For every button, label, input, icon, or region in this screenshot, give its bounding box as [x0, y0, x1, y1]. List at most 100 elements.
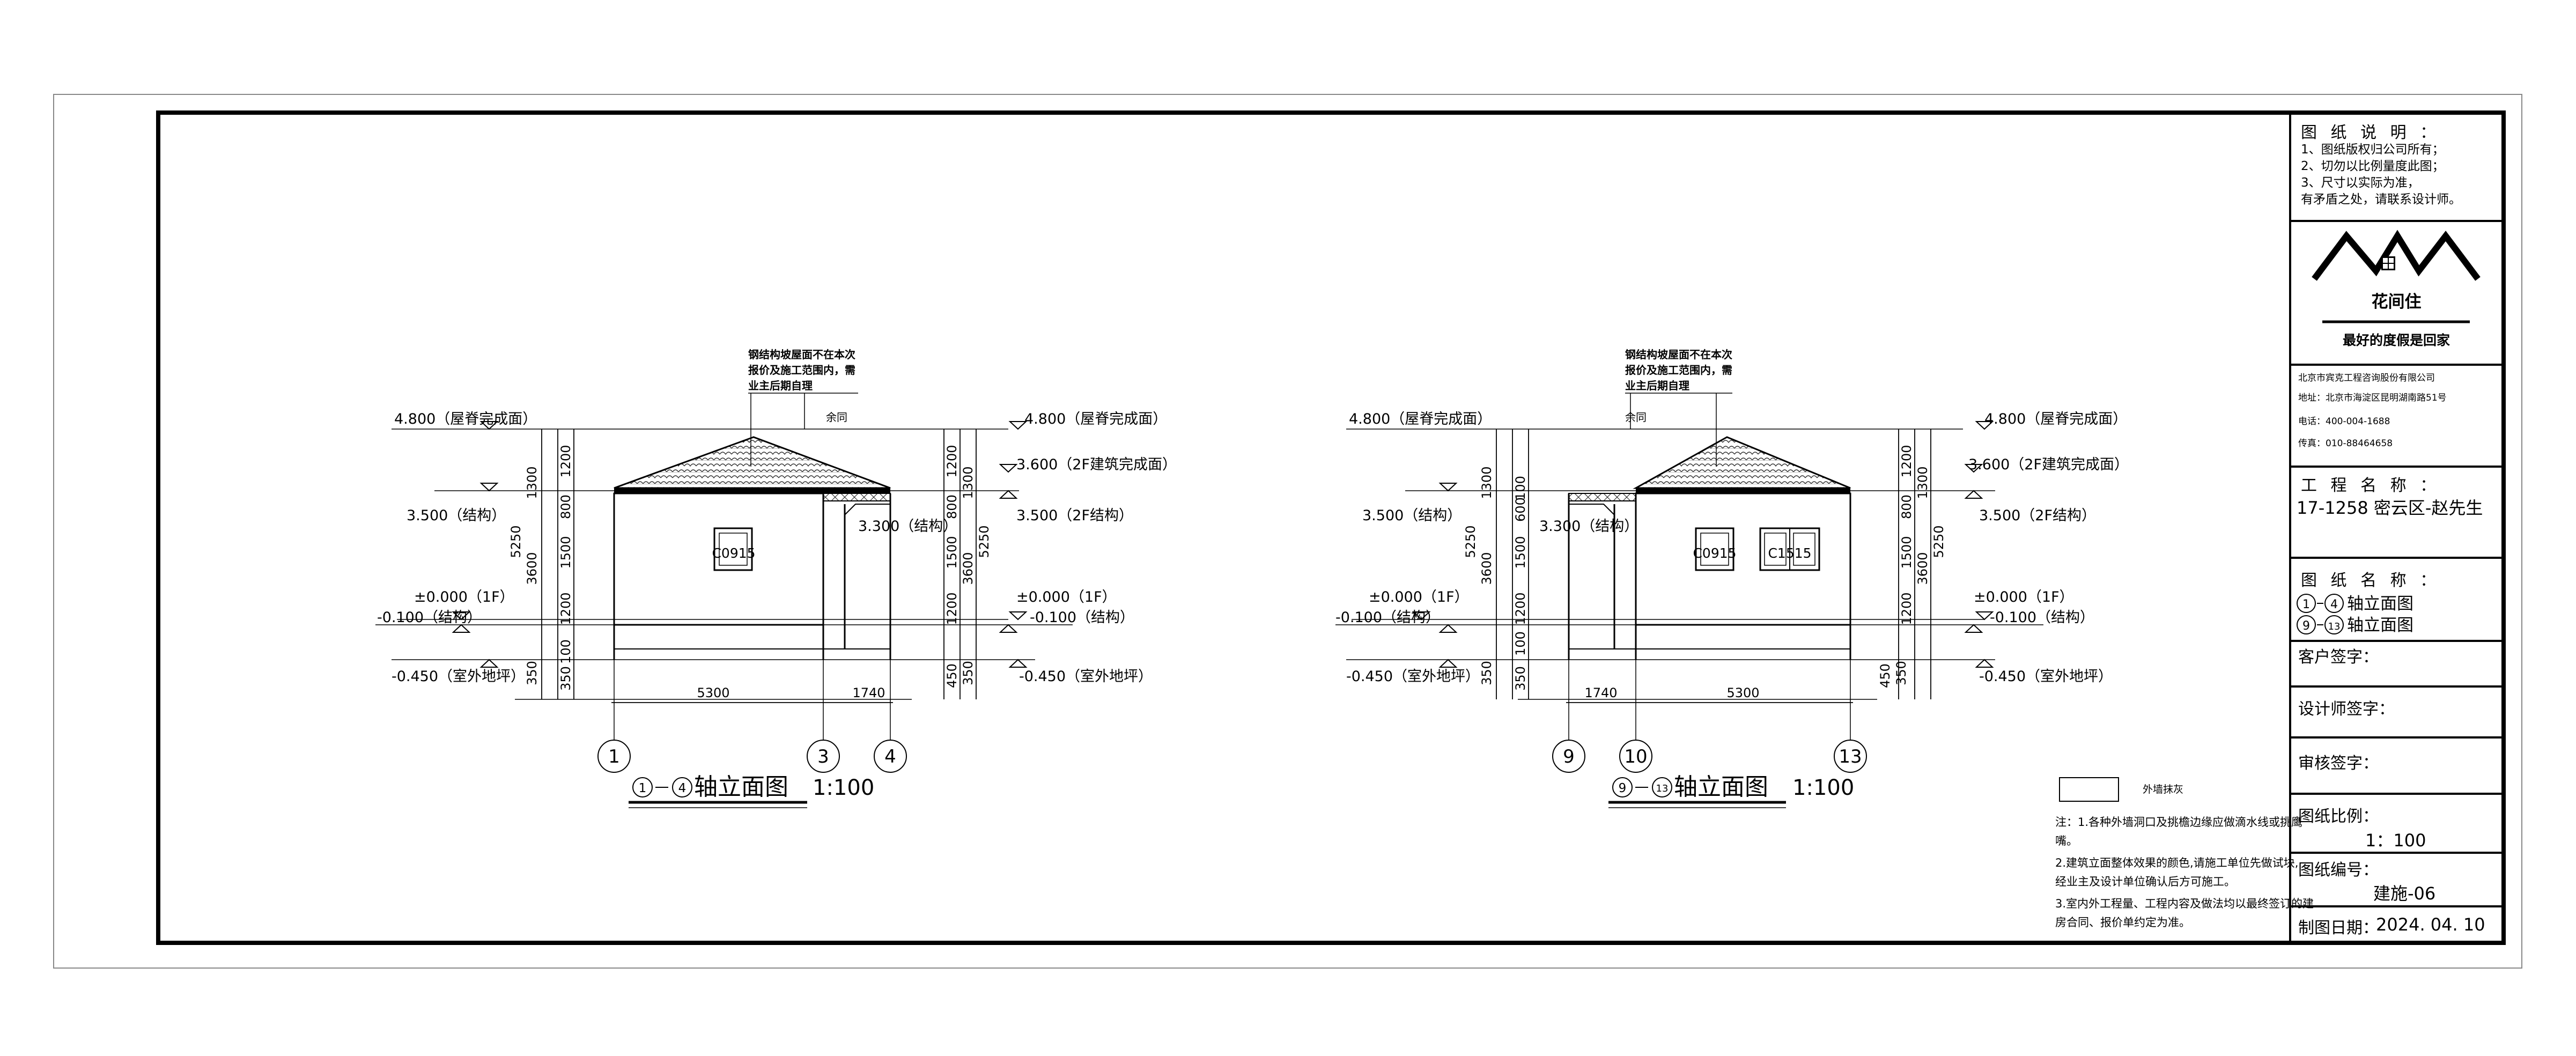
dim: 350 [525, 661, 540, 685]
axis-label: 9 [2302, 619, 2310, 633]
note-line: 2.建筑立面整体效果的颜色,请施工单位先做试块, [2055, 856, 2298, 869]
annotation-line: 报价及施工范围内，需 [748, 364, 855, 376]
note-line: 房合同、报价单约定为准。 [2055, 916, 2190, 929]
title-note: 1、图纸版权归公司所有； [2301, 143, 2445, 157]
level-ground: -0.450（室外地坪） [1346, 668, 1480, 685]
elevation-1-4: C0915 钢结构坡屋面不在本次 报价及施工范围内，需 业主后期自理 余同 4.… [375, 348, 1177, 808]
axis-label: 3 [817, 746, 829, 767]
dim: 1200 [1899, 445, 1914, 477]
dim: 1300 [1479, 466, 1494, 499]
level-struct: 3.500（结构） [407, 507, 506, 524]
project-name: 17-1258 密云区-赵先生 [2297, 498, 2483, 518]
axis-circle [2324, 594, 2344, 613]
axis-label: 13 [2328, 621, 2341, 632]
drawing-name: 轴立面图 [2347, 594, 2413, 614]
level-struct: 3.500（结构） [1362, 507, 1462, 524]
title-text: 轴立面图 [1674, 773, 1768, 801]
axis-label: 9 [1563, 746, 1575, 767]
dim: 3600 [961, 552, 976, 585]
window-tag: C0915 [1693, 545, 1736, 561]
dim: 100 [558, 639, 573, 664]
date-value: 2024. 04. 10 [2376, 914, 2485, 935]
dim: 3600 [525, 552, 540, 585]
axis-bubble [1619, 740, 1652, 773]
dim: 800 [944, 494, 959, 519]
annotation-line: 钢结构坡屋面不在本次 [748, 348, 855, 361]
dim: 3600 [1915, 552, 1930, 585]
dim: 1200 [558, 445, 573, 477]
dim: 350 [1894, 661, 1909, 685]
dim: 600 [1513, 497, 1528, 522]
general-notes: 注：1.各种外墙洞口及挑檐边缘应做滴水线或挑鹰 嘴。 2.建筑立面整体效果的颜色… [2055, 816, 2314, 929]
dim: 450 [944, 663, 959, 688]
dim: 1500 [944, 536, 959, 568]
logo-house-icon [2312, 230, 2481, 323]
company-line: 北京市宾克工程咨询股份有限公司 [2298, 373, 2435, 383]
dim-total: 5250 [977, 525, 992, 558]
elevation-title: 9 13 轴立面图 1:100 [1608, 773, 1854, 808]
dim: 1300 [961, 466, 976, 499]
title-scale: 1:100 [813, 776, 874, 800]
span-dim: 1740 [852, 685, 885, 700]
legend-swatch [2059, 777, 2119, 802]
level-2f-struct: 3.500（2F结构） [1979, 507, 2096, 524]
number-label: 图纸编号： [2298, 861, 2379, 880]
dim: 3600 [1479, 552, 1494, 585]
window-tag: C1515 [1768, 545, 1811, 561]
hip-roof [1633, 436, 1851, 489]
annotation-line: 报价及施工范围内，需 [1625, 364, 1732, 376]
level-zero: ±0.000（1F） [1016, 589, 1117, 605]
client-sign: 客户签字： [2298, 648, 2379, 667]
title-axis: 1 [639, 781, 647, 795]
dim: 1500 [1513, 536, 1528, 568]
annotation-line: 业主后期自理 [748, 379, 813, 392]
dim: 450 [1878, 663, 1893, 688]
span-dim: 5300 [1726, 685, 1759, 700]
inner-border [156, 110, 2506, 945]
axis-bubble [1834, 740, 1867, 773]
annotation-line: 业主后期自理 [1625, 379, 1689, 392]
dim-total: 5250 [1463, 525, 1478, 558]
axis-label: 4 [2330, 598, 2338, 611]
dim-total: 5250 [1931, 525, 1946, 558]
note-line: 3.室内外工程量、工程内容及做法均以最终签订的建 [2055, 897, 2314, 910]
project-label: 工 程 名 称 ： [2301, 476, 2441, 495]
dim-total: 5250 [508, 525, 523, 558]
axis-bubble [1552, 740, 1585, 773]
level-ground: -0.450（室外地坪） [392, 668, 525, 685]
title-scale: 1:100 [1792, 776, 1854, 800]
axis-label: 1 [2302, 598, 2310, 611]
level-m01: -0.100（结构） [377, 609, 482, 626]
level-m01: -0.100（结构） [1990, 609, 2094, 626]
level-ground: -0.450（室外地坪） [1979, 668, 2113, 685]
title-text: 轴立面图 [694, 773, 788, 801]
dim: 1200 [944, 592, 959, 625]
elevation-9-13: C0915 C1515 钢结构坡屋面不在本次 报价及施工范围内，需 业主后期自理… [1335, 348, 2129, 808]
dim: 350 [1479, 661, 1494, 685]
note-line: 注：1.各种外墙洞口及挑檐边缘应做滴水线或挑鹰 [2055, 816, 2302, 829]
level-zero: ±0.000（1F） [414, 589, 514, 605]
axis-bubble [807, 740, 840, 773]
note-line: 嘴。 [2055, 835, 2078, 847]
axis-label: 13 [1839, 746, 1862, 767]
scale-value: 1：100 [2365, 830, 2426, 851]
dim: 1200 [558, 592, 573, 625]
axis-label: 4 [884, 746, 896, 767]
company-line: 地址：北京市海淀区昆明湖南路51号 [2298, 393, 2447, 403]
level-zero: ±0.000（1F） [1369, 589, 1469, 605]
dim: 1500 [558, 536, 573, 568]
axis-label: 1 [608, 746, 620, 767]
annotation-line: 钢结构坡屋面不在本次 [1625, 348, 1732, 361]
level-zero: ±0.000（1F） [1974, 589, 2074, 605]
title-block-frame [2289, 113, 2504, 943]
level-2f: 3.600（2F建筑完成面） [1016, 456, 1177, 473]
dim: 1500 [1899, 536, 1914, 568]
dim: 1300 [1915, 466, 1930, 499]
axis-bubble [597, 740, 631, 773]
span-dim: 5300 [697, 685, 729, 700]
drawing-name-list: 1 4 轴立面图 9 13 轴立面图 [2297, 594, 2413, 635]
logo-name: 花间住 [2372, 292, 2422, 312]
wall-body [1635, 492, 1851, 626]
hip-roof [614, 436, 891, 489]
